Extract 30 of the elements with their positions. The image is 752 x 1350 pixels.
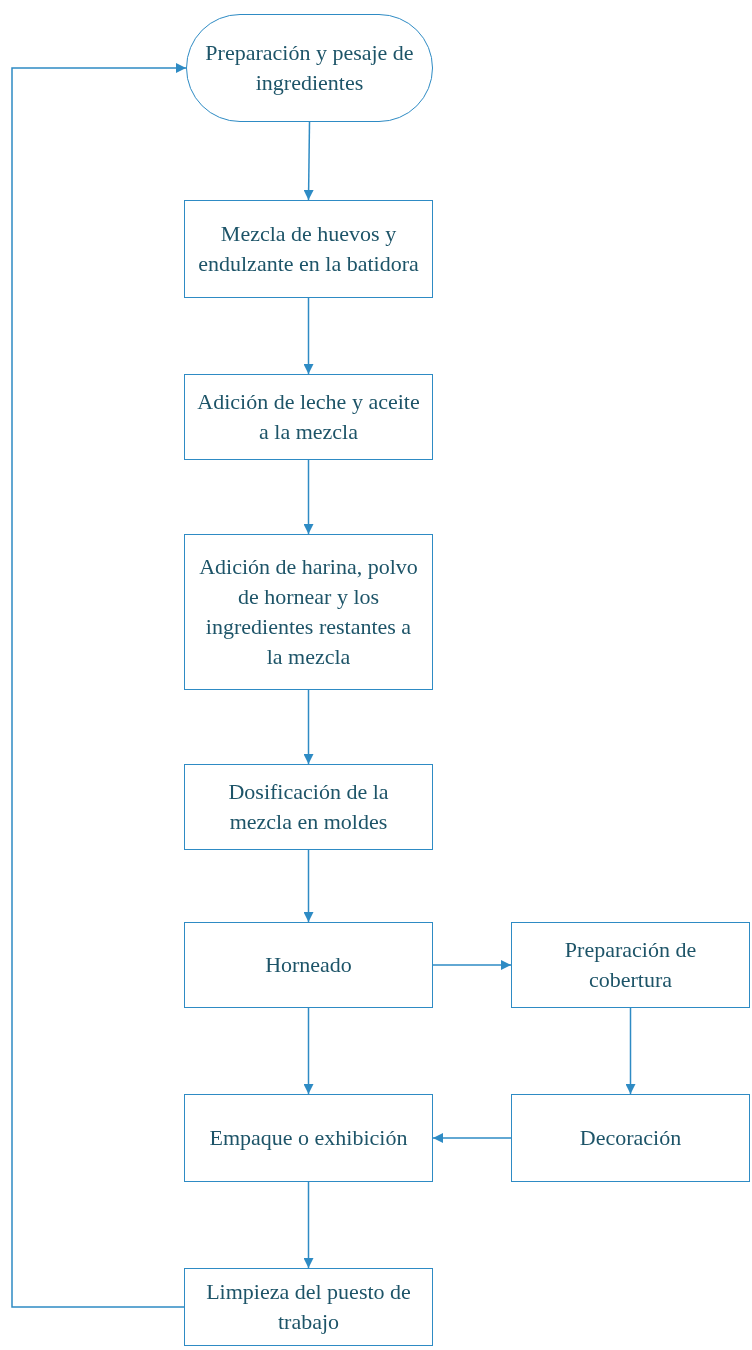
process-box	[511, 922, 750, 1008]
step-text: Adición de leche y aceite a la mezcla	[197, 388, 420, 446]
process-box	[184, 922, 433, 1008]
arrow	[303, 1007, 314, 1095]
arrow	[303, 121, 314, 201]
step-text: Horneado	[265, 951, 352, 979]
step-text: Mezcla de huevos y endulzante en la batidora	[197, 220, 420, 278]
process-box	[184, 1268, 433, 1346]
process-box	[184, 534, 433, 690]
process-box	[184, 374, 433, 460]
arrow	[303, 689, 314, 765]
arrow	[303, 1181, 314, 1269]
step-text: Preparación de cobertura	[563, 936, 698, 994]
process-box	[184, 200, 433, 298]
process-box	[184, 764, 433, 850]
process-box	[511, 1094, 750, 1182]
step-text: Limpieza del puesto de trabajo	[205, 1278, 412, 1336]
arrow	[303, 849, 314, 923]
arrow	[432, 960, 512, 970]
arrow	[625, 1007, 636, 1095]
arrow	[303, 459, 314, 535]
step-text: Adición de harina, polvo de hornear y los ingredientes restantes a la mezcla	[198, 553, 419, 671]
step-text: Preparación y pesaje de ingredientes	[204, 39, 415, 97]
step-text: Decoración	[579, 1124, 682, 1152]
step-text: Empaque o exhibición	[209, 1124, 408, 1152]
step-text: Dosificación de la mezcla en moldes	[227, 778, 390, 836]
arrow	[432, 1133, 512, 1143]
arrow	[11, 63, 187, 1308]
arrow	[303, 297, 314, 375]
process-box	[184, 1094, 433, 1182]
